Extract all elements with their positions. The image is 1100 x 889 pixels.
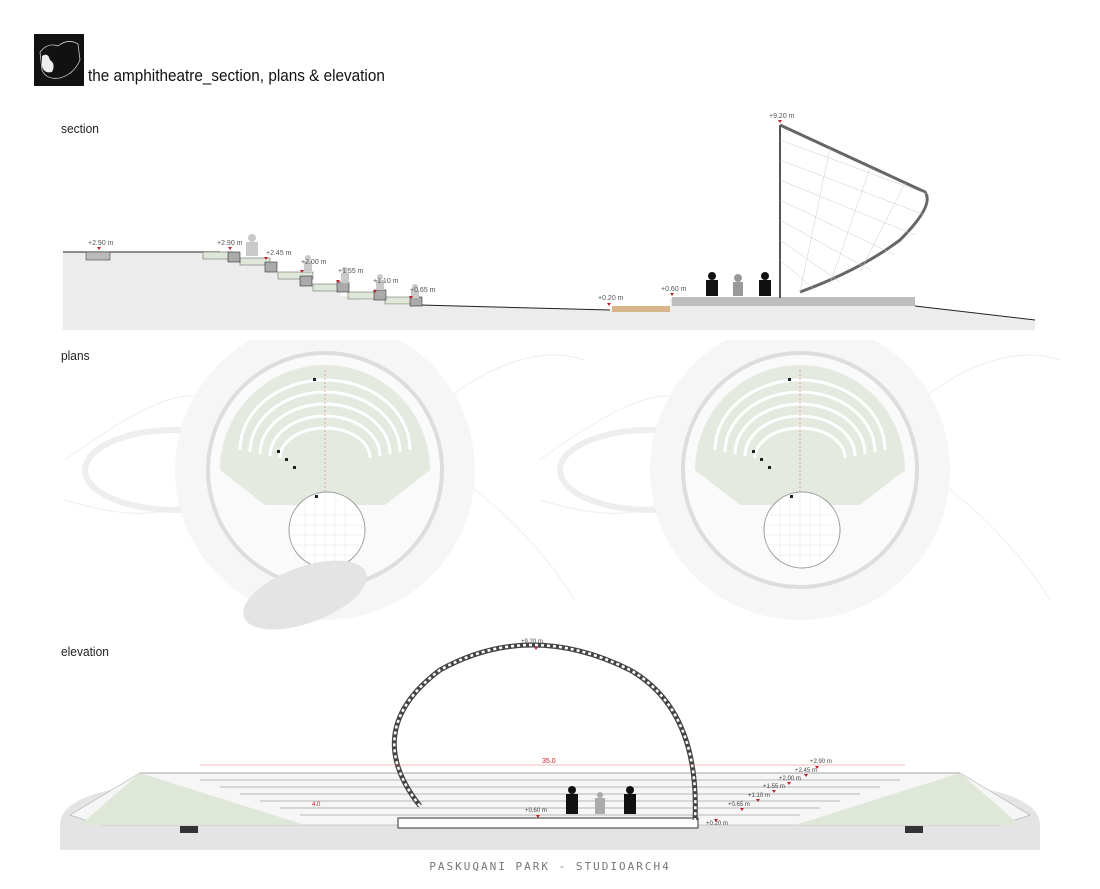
elevation-label: elevation xyxy=(61,644,109,659)
section-label: section xyxy=(61,121,99,136)
level-label: +1.55 m xyxy=(338,268,364,275)
sheet-title: the amphitheatre_section, plans & elevat… xyxy=(88,66,385,85)
level-label: +1.10 m xyxy=(748,793,770,799)
level-label: +0.60 m xyxy=(525,808,547,814)
level-label: +0.65 m xyxy=(728,802,750,808)
level-label: +0.20 m xyxy=(598,295,624,302)
canopy-shadow xyxy=(243,560,367,630)
level-label: +0.65 m xyxy=(410,287,436,294)
plans-drawing xyxy=(0,340,1100,630)
elevation-top-level: +9.20 m xyxy=(521,639,543,645)
level-label: +2.90 m xyxy=(88,240,114,247)
level-label: +1.55 m xyxy=(763,784,785,790)
small-dimension: 4.0 xyxy=(312,802,321,808)
level-label: +2.00 m xyxy=(301,259,327,266)
level-label: +2.00 m xyxy=(779,776,801,782)
level-markers xyxy=(97,120,782,306)
footer-credit: PASKUQANI PARK - STUDIOARCH4 xyxy=(429,860,671,873)
level-label: +2.90 m xyxy=(810,759,832,765)
level-label: +2.90 m xyxy=(217,240,243,247)
park-map-logo xyxy=(34,34,84,86)
span-dimension: 35.0 xyxy=(542,758,556,765)
level-label: +2.45 m xyxy=(795,768,817,774)
level-label: +2.45 m xyxy=(266,250,292,257)
elevation-drawing: +9.20 m +2.90 m +2.45 m +2.00 m +1.55 m … xyxy=(60,639,1040,850)
plan-right xyxy=(540,340,1060,620)
plans-label: plans xyxy=(61,348,90,363)
level-label: +0.60 m xyxy=(661,286,687,293)
section-drawing: +2.90 m +2.90 m +2.45 m +2.00 m +1.55 m … xyxy=(63,113,1036,330)
level-label: +9.20 m xyxy=(769,113,795,120)
level-label: +1.10 m xyxy=(373,278,399,285)
level-label: +0.20 m xyxy=(706,821,728,827)
